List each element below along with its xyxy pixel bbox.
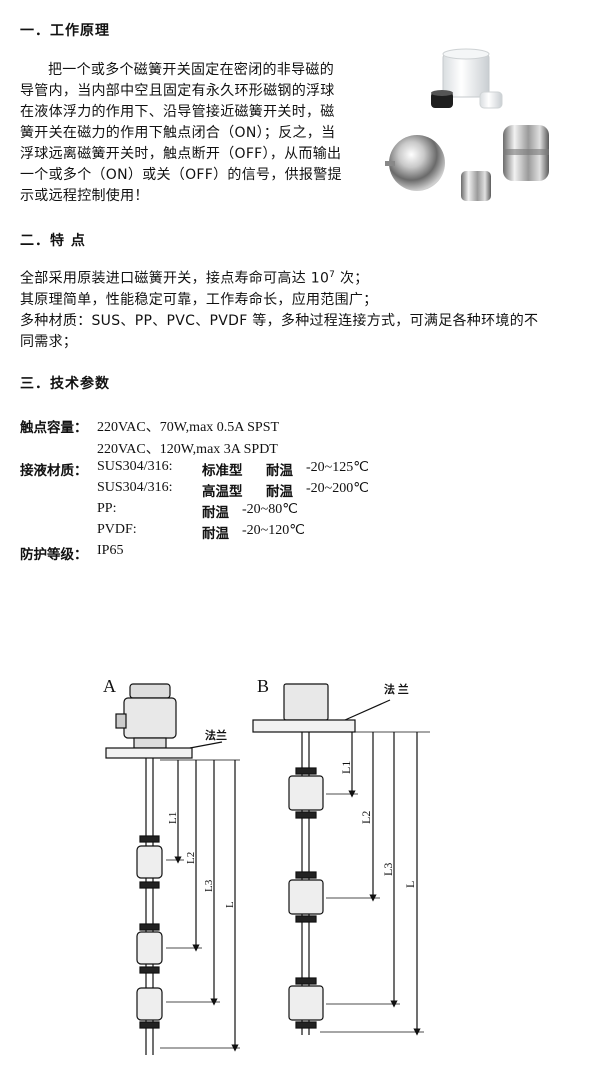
- feature-line: 同需求；: [20, 333, 78, 350]
- temp-label: 耐温: [266, 463, 293, 479]
- dim-l2-b: L2: [359, 811, 373, 824]
- steel-ball-float: [389, 135, 445, 191]
- dim-l3-a: L3: [203, 879, 215, 892]
- contact-capacity-1: 220VAC、70W,max 0.5A SPST: [97, 420, 280, 435]
- temp-range: -20~80℃: [242, 502, 298, 517]
- float-b-1: [288, 775, 324, 811]
- material-name: PVDF:: [97, 522, 137, 537]
- section2-heading: 二．特 点: [20, 233, 86, 249]
- float-b-2: [288, 879, 324, 915]
- section1-heading: 一．工作原理: [20, 23, 110, 39]
- material-name: PP:: [97, 501, 117, 516]
- features-text: 全部采用原装进口磁簧开关，接点寿命可高达 107 次； 其原理简单，性能稳定可靠…: [20, 265, 580, 353]
- dim-l2-a: L2: [185, 852, 197, 864]
- product-photo: [385, 48, 549, 201]
- steel-cylinder-small: [461, 171, 491, 201]
- feature-line: 其原理简单，性能稳定可靠，工作寿命长，应用范围广；: [20, 291, 378, 308]
- dimension-diagram: A 法兰 L1 L2 L3 L B: [103, 676, 430, 1055]
- working-principle-text: 把一个或多个磁簧开关固定在密闭的非导磁的 导管内，当内部中空且固定有永久环形磁钢…: [20, 60, 380, 207]
- float-a-1: [136, 845, 163, 879]
- principle-line: 簧开关在磁力的作用下触点闭合（ON）；反之，当: [20, 125, 336, 141]
- dim-l-b: L: [403, 881, 417, 888]
- material-type: 标准型: [202, 463, 243, 479]
- white-float-large: [442, 52, 490, 98]
- protection-label: 防护等级：: [20, 547, 88, 563]
- material-name: SUS304/316:: [97, 459, 173, 474]
- temp-label: 耐温: [202, 505, 229, 521]
- contact-capacity-label: 触点容量：: [20, 420, 88, 436]
- temp-range: -20~120℃: [242, 523, 305, 538]
- black-float: [431, 92, 453, 108]
- principle-line: 把一个或多个磁簧开关固定在密闭的非导磁的: [48, 62, 334, 78]
- float-b-3: [288, 985, 324, 1021]
- principle-line: 浮球远离磁簧开关时，触点断开（OFF），从而输出: [20, 146, 342, 162]
- dim-l-a: L: [224, 901, 236, 908]
- principle-line: 在液体浮力的作用下、沿导管接近磁簧开关时，磁: [20, 104, 335, 120]
- diagram-label-a: A: [103, 676, 116, 696]
- principle-line: 导管内，当内部中空且固定有永久环形磁钢的浮球: [20, 83, 335, 99]
- principle-line: 一个或多个（ON）或关（OFF）的信号，供报警提: [20, 167, 342, 183]
- flange-label-a: 法兰: [205, 728, 227, 742]
- float-a-2: [136, 931, 163, 965]
- material-name: SUS304/316:: [97, 480, 173, 495]
- principle-line: 示或远程控制使用！: [20, 188, 149, 204]
- section3-heading: 三．技术参数: [20, 376, 110, 392]
- dim-l1-b: L1: [339, 761, 353, 774]
- feature-line: 全部采用原装进口磁簧开关，接点寿命可高达 107 次；: [20, 270, 369, 287]
- protection-rating: IP65: [97, 543, 124, 558]
- dim-l1-a: L1: [167, 812, 179, 824]
- feature-line: 多种材质：SUS、PP、PVC、PVDF 等，多种过程连接方式，可满足各种环境的…: [20, 312, 539, 329]
- wetted-material-label: 接液材质：: [20, 463, 88, 479]
- dim-l3-b: L3: [381, 863, 395, 876]
- temp-range: -20~200℃: [306, 481, 369, 496]
- temp-label: 耐温: [266, 484, 293, 500]
- material-type: 高温型: [202, 484, 243, 500]
- contact-capacity-2: 220VAC、120W,max 3A SPDT: [97, 442, 278, 457]
- white-float-small: [479, 91, 503, 109]
- diagram-label-b: B: [257, 676, 269, 696]
- flange-label-b: 法 兰: [384, 682, 409, 696]
- temp-label: 耐温: [202, 526, 229, 542]
- temp-range: -20~125℃: [306, 460, 369, 475]
- flange-b: [252, 719, 356, 733]
- float-a-3: [136, 987, 163, 1021]
